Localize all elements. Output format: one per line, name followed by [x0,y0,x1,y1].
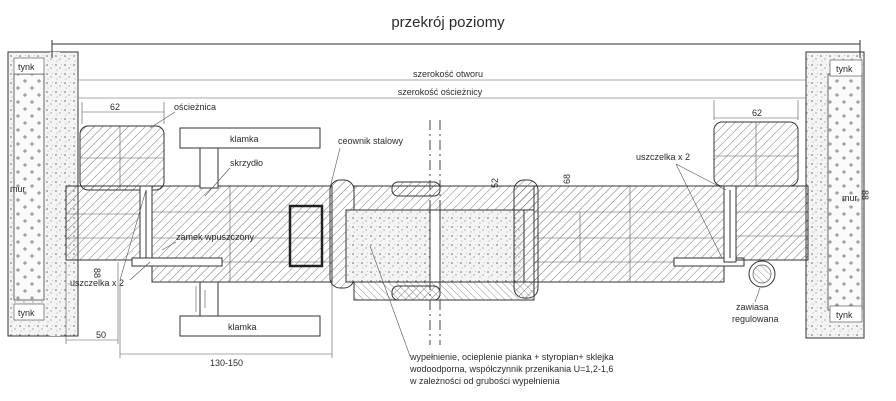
filling-leader [369,245,411,357]
right-frame [713,121,809,263]
dimension-62-right: 62 [752,108,762,118]
drawing-title: przekrój poziomy [391,14,505,31]
dimension-130-150: 130-150 [210,358,243,368]
zamek-label: zamek wpuszczony [176,232,255,242]
dimension-88-left: 88 [92,268,102,278]
left-leaf [131,185,333,283]
dimension-62-left: 62 [110,102,120,112]
wypelnienie-line1: wypełnienie, ocieplenie pianka + styropi… [409,352,614,362]
klamka-label-bottom: klamka [228,322,257,332]
klamka-label-top: klamka [230,134,259,144]
ceownik-label: ceownik stalowy [338,136,404,146]
handle-bottom-stem [199,281,219,317]
tynk-label-bottom-right: tynk [836,310,853,320]
dimension-88-right: 88 [860,190,870,200]
dimension-52: 52 [490,178,500,188]
uszczelka-label-left: uszczelka x 2 [70,278,124,288]
mur-label-left: mur [10,184,26,194]
zawiasa-label-line1: zawiasa [736,302,769,312]
dimension-50: 50 [96,330,106,340]
handle-bottom-box [179,315,321,337]
uszczelka-label-right: uszczelka x 2 [636,152,690,162]
tynk-label-top-right: tynk [836,64,853,74]
hinge-inner [752,264,772,284]
mur-label-right: mur [842,193,858,203]
dimension-68: 68 [562,174,572,184]
right-wall [805,51,865,339]
tynk-label-top-left: tynk [18,62,35,72]
wypelnienie-line3: w zależności od grubości wypełnienia [409,376,560,386]
width-dimension-lines [51,40,861,102]
szerokosc-otworu-label: szerokość otworu [413,69,483,79]
wypelnienie-line2: wodoodporna, współczynnik przenikania U=… [409,364,613,374]
szerokosc-oscieznicy-label: szerokość ościeżnicy [398,87,483,97]
center-panel [329,179,539,301]
oscieznica-label: ościeżnica [174,102,216,112]
left-frame [65,125,165,263]
tynk-label-bottom-left: tynk [18,308,35,318]
handle-top-box [179,127,321,149]
zawiasa-label-line2: regulowana [732,314,779,324]
right-leaf [533,185,745,283]
handle-top-stem [199,147,219,189]
skrzydlo-label: skrzydło [230,158,263,168]
